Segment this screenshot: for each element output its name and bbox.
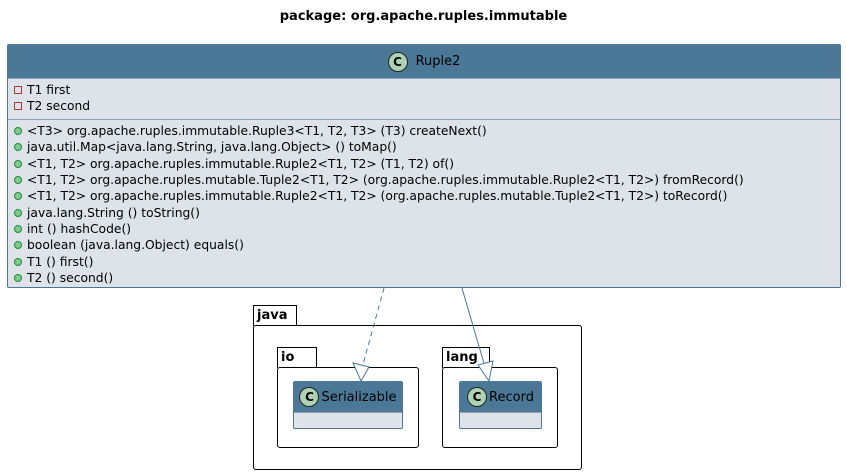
method-text: java.util.Map<java.lang.String, java.lan…: [27, 140, 397, 155]
class-type-badge: C: [387, 51, 408, 72]
class-header: C Serializable: [294, 382, 402, 412]
method-text: <T1, T2> org.apache.ruples.immutable.Rup…: [27, 189, 728, 204]
package-java-tab: java: [253, 305, 297, 326]
class-type-badge: C: [467, 387, 488, 407]
method-text: T1 () first(): [27, 254, 94, 269]
public-visibility-icon: [14, 192, 22, 201]
class-ruple2[interactable]: C Ruple2 T1 first T2 second <T3> org.apa…: [7, 44, 841, 288]
method-row: java.util.Map<java.lang.String, java.lan…: [14, 139, 840, 155]
public-visibility-icon: [14, 241, 22, 250]
field-row: T2 second: [14, 98, 840, 114]
method-row: int () hashCode(): [14, 221, 840, 237]
class-section: [460, 412, 541, 422]
public-visibility-icon: [14, 176, 22, 185]
method-row: java.lang.String () toString(): [14, 204, 840, 220]
class-type-badge: C: [299, 387, 320, 407]
package-io-tab: io: [277, 347, 317, 368]
public-visibility-icon: [14, 143, 22, 152]
public-visibility-icon: [14, 159, 22, 168]
public-visibility-icon: [14, 273, 22, 282]
class-name: Record: [489, 389, 534, 405]
public-visibility-icon: [14, 224, 22, 233]
method-text: boolean (java.lang.Object) equals(): [27, 238, 244, 253]
package-lang-tab: lang: [442, 347, 490, 368]
public-visibility-icon: [14, 127, 22, 136]
method-row: T2 () second(): [14, 270, 840, 286]
method-row: <T1, T2> org.apache.ruples.immutable.Rup…: [14, 156, 840, 172]
private-visibility-icon: [14, 86, 22, 95]
class-header: C Ruple2: [8, 45, 840, 78]
field-row: T1 first: [14, 82, 840, 98]
fields-section: T1 first T2 second: [8, 78, 840, 119]
private-visibility-icon: [14, 102, 22, 111]
class-header: C Record: [460, 382, 541, 412]
field-text: T1 first: [27, 83, 71, 98]
public-visibility-icon: [14, 257, 22, 266]
methods-section: <T3> org.apache.ruples.immutable.Ruple3<…: [8, 119, 840, 289]
method-text: java.lang.String () toString(): [27, 205, 200, 220]
field-text: T2 second: [27, 99, 91, 114]
class-name: Serializable: [321, 389, 397, 405]
method-row: <T1, T2> org.apache.ruples.immutable.Rup…: [14, 188, 840, 204]
diagram-title: package: org.apache.ruples.immutable: [279, 9, 568, 24]
method-row: boolean (java.lang.Object) equals(): [14, 237, 840, 253]
class-serializable[interactable]: C Serializable: [293, 381, 403, 429]
method-text: int () hashCode(): [27, 221, 132, 236]
class-name: Ruple2: [415, 54, 461, 69]
method-row: <T1, T2> org.apache.ruples.mutable.Tuple…: [14, 172, 840, 188]
method-text: <T3> org.apache.ruples.immutable.Ruple3<…: [27, 124, 487, 139]
method-row: <T3> org.apache.ruples.immutable.Ruple3<…: [14, 123, 840, 139]
public-visibility-icon: [14, 208, 22, 217]
method-text: <T1, T2> org.apache.ruples.mutable.Tuple…: [27, 173, 744, 188]
method-text: <T1, T2> org.apache.ruples.immutable.Rup…: [27, 156, 454, 171]
class-section: [294, 412, 402, 422]
method-row: T1 () first(): [14, 253, 840, 269]
method-text: T2 () second(): [27, 270, 114, 285]
class-record[interactable]: C Record: [459, 381, 542, 429]
